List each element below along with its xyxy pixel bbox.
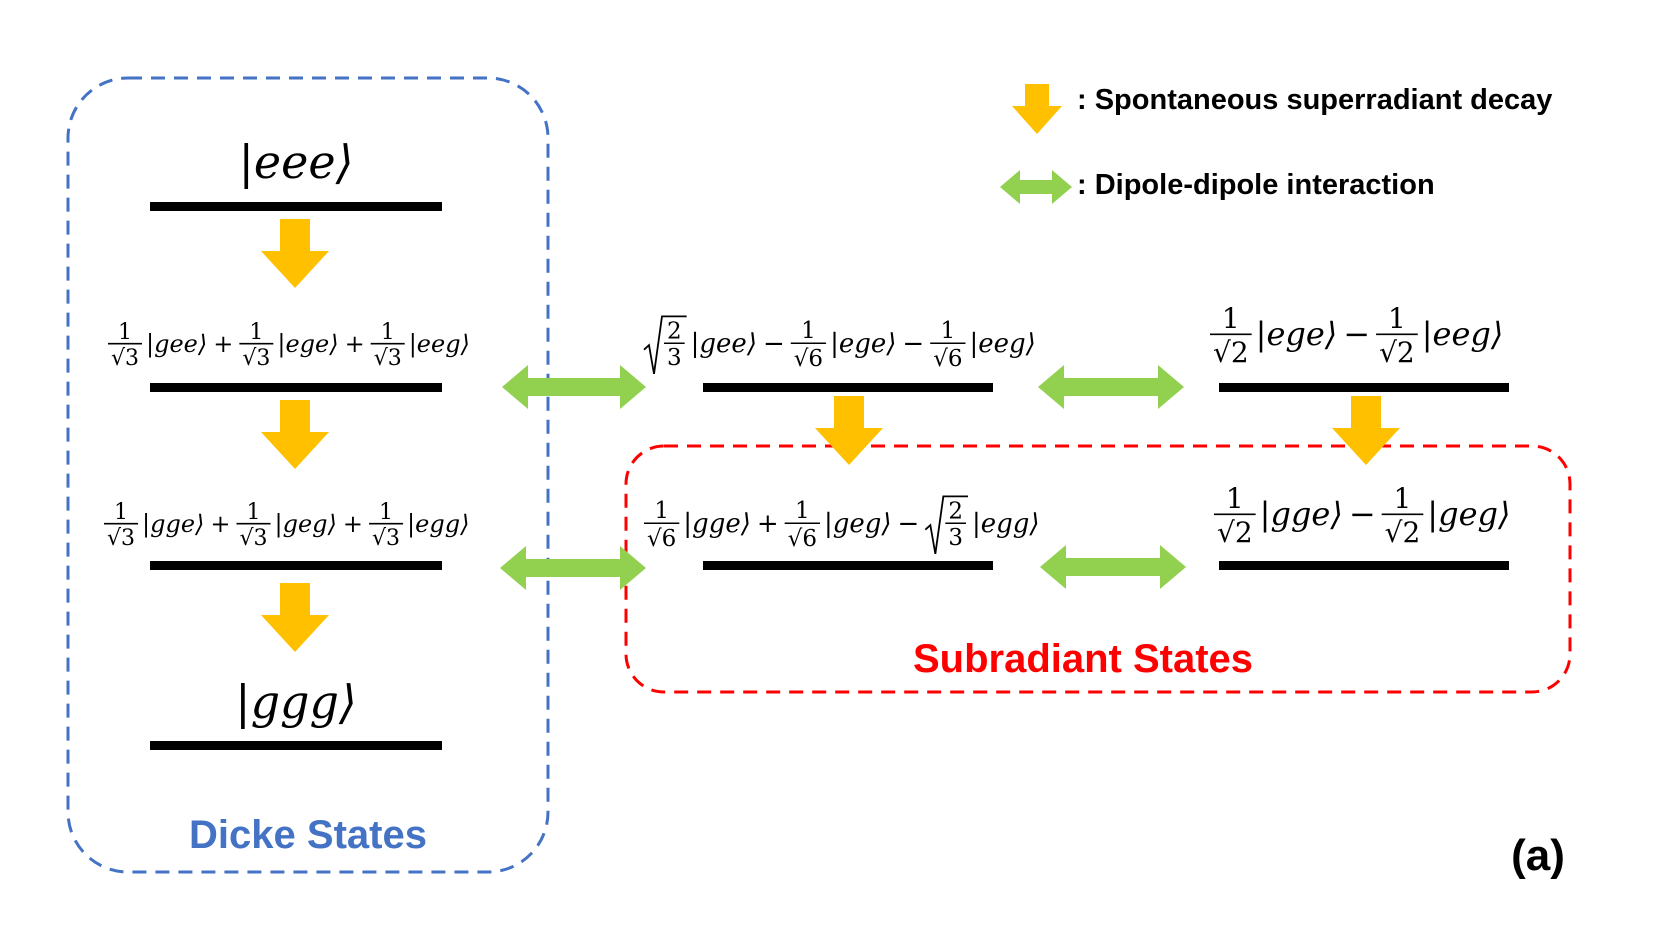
state-mid-lower-label: 1√6|gge⟩+1√6|geg⟩−23|egg⟩ <box>644 495 1040 555</box>
level-right-upper <box>1219 383 1509 392</box>
fraction-numerator: 1 <box>114 500 128 525</box>
level-right-lower <box>1219 561 1509 570</box>
interaction-arrow-icon <box>1038 365 1184 409</box>
fraction-numerator: 1 <box>1222 302 1240 335</box>
ket: |egg⟩ <box>407 510 469 539</box>
fraction-numerator: 1 <box>1226 482 1244 515</box>
state-eee-label: |eee⟩ <box>238 135 353 189</box>
fraction-denominator: √3 <box>242 346 270 371</box>
subradiant-states-label: Subradiant States <box>913 637 1253 681</box>
level-eee <box>150 202 442 211</box>
fraction-numerator: 1 <box>795 498 810 524</box>
state-ggg-label: |ggg⟩ <box>235 675 357 729</box>
ket: |egg⟩ <box>972 509 1040 539</box>
operator-sign: + <box>213 330 233 358</box>
legend-decay-text: : Spontaneous superradiant decay <box>1077 84 1552 116</box>
fraction-numerator: 1 <box>247 500 261 525</box>
fraction-numerator: 1 <box>249 320 263 345</box>
fraction-numerator: 1 <box>941 318 956 344</box>
level-ggg <box>150 741 442 750</box>
state-dicke-single-g-label: 1√3|gee⟩+1√3|ege⟩+1√3|eeg⟩ <box>108 320 470 371</box>
legend-interaction-text: : Dipole-dipole interaction <box>1077 169 1435 201</box>
interaction-arrow-icon <box>502 365 646 409</box>
sqrt-denominator: 3 <box>667 345 682 371</box>
ket: |eeg⟩ <box>969 329 1035 359</box>
decay-arrow-icon <box>1332 396 1400 465</box>
fraction-numerator: 1 <box>1394 482 1412 515</box>
state-right-upper-label: 1√2|ege⟩−1√2|eeg⟩ <box>1210 302 1503 369</box>
legend-interaction-arrow-icon <box>1000 170 1072 204</box>
level-mid-lower <box>703 561 993 570</box>
dicke-states-box <box>66 76 550 874</box>
fraction-denominator: √6 <box>788 526 817 552</box>
operator-sign: − <box>898 509 920 539</box>
sqrt-numerator: 2 <box>948 499 963 525</box>
ket: |ege⟩ <box>1256 315 1338 353</box>
level-dicke-single-g <box>150 383 442 392</box>
ket: |gge⟩ <box>683 509 751 539</box>
decay-arrow-icon <box>261 219 329 288</box>
interaction-arrow-icon <box>1040 545 1186 589</box>
sqrt-denominator: 3 <box>948 525 963 551</box>
decay-arrow-icon <box>815 396 883 465</box>
state-dicke-double-g-label: 1√3|gge⟩+1√3|geg⟩+1√3|egg⟩ <box>104 500 469 551</box>
ket: |ege⟩ <box>830 329 896 359</box>
ket: |geg⟩ <box>275 510 337 539</box>
fraction-numerator: 1 <box>379 500 393 525</box>
fraction-numerator: 1 <box>654 498 669 524</box>
ket: |geg⟩ <box>824 509 892 539</box>
ket: |gee⟩ <box>691 329 757 359</box>
decay-arrow-icon <box>261 583 329 652</box>
level-mid-upper <box>703 383 993 392</box>
fraction-denominator: √3 <box>374 346 402 371</box>
fraction-denominator: √2 <box>1217 516 1253 549</box>
fraction-denominator: √2 <box>1379 336 1415 369</box>
fraction-numerator: 1 <box>1388 302 1406 335</box>
fraction-denominator: √6 <box>794 346 823 372</box>
fraction-denominator: √2 <box>1385 516 1421 549</box>
operator-sign: − <box>1343 315 1370 353</box>
decay-arrow-icon <box>261 400 329 469</box>
radical-sign <box>643 315 687 375</box>
fraction-denominator: √3 <box>372 526 400 551</box>
ket: |eeg⟩ <box>409 330 470 359</box>
operator-sign: − <box>763 329 785 359</box>
fraction-numerator: 1 <box>801 318 816 344</box>
operator-sign: + <box>210 510 230 538</box>
ket: |gge⟩ <box>1260 495 1343 533</box>
ket: |eeg⟩ <box>1422 315 1504 353</box>
dicke-states-label: Dicke States <box>189 813 427 857</box>
state-right-lower-label: 1√2|gge⟩−1√2|geg⟩ <box>1214 482 1510 549</box>
operator-sign: + <box>757 509 779 539</box>
operator-sign: − <box>1349 495 1376 533</box>
ket: |gee⟩ <box>146 330 207 359</box>
state-mid-upper-label: 23|gee⟩−1√6|ege⟩−1√6|eeg⟩ <box>643 315 1036 375</box>
fraction-denominator: √6 <box>933 346 962 372</box>
fraction-denominator: √3 <box>107 526 135 551</box>
operator-sign: + <box>345 330 365 358</box>
fraction-denominator: √6 <box>647 526 676 552</box>
fraction-denominator: √3 <box>240 526 268 551</box>
ket: |gge⟩ <box>142 510 204 539</box>
fraction-numerator: 1 <box>118 320 132 345</box>
level-dicke-double-g <box>150 561 442 570</box>
sqrt-numerator: 2 <box>667 319 682 345</box>
fraction-numerator: 1 <box>381 320 395 345</box>
interaction-arrow-icon <box>500 546 646 590</box>
panel-label: (a) <box>1511 831 1565 880</box>
radical-sign <box>924 495 968 555</box>
operator-sign: − <box>902 329 924 359</box>
legend: : Spontaneous superradiant decay : Dipol… <box>1000 84 1552 204</box>
legend-decay-arrow-icon <box>1012 84 1062 134</box>
fraction-denominator: √2 <box>1213 336 1249 369</box>
operator-sign: + <box>343 510 363 538</box>
ket: |ege⟩ <box>277 330 338 359</box>
ket: |geg⟩ <box>1427 495 1510 533</box>
fraction-denominator: √3 <box>111 346 139 371</box>
